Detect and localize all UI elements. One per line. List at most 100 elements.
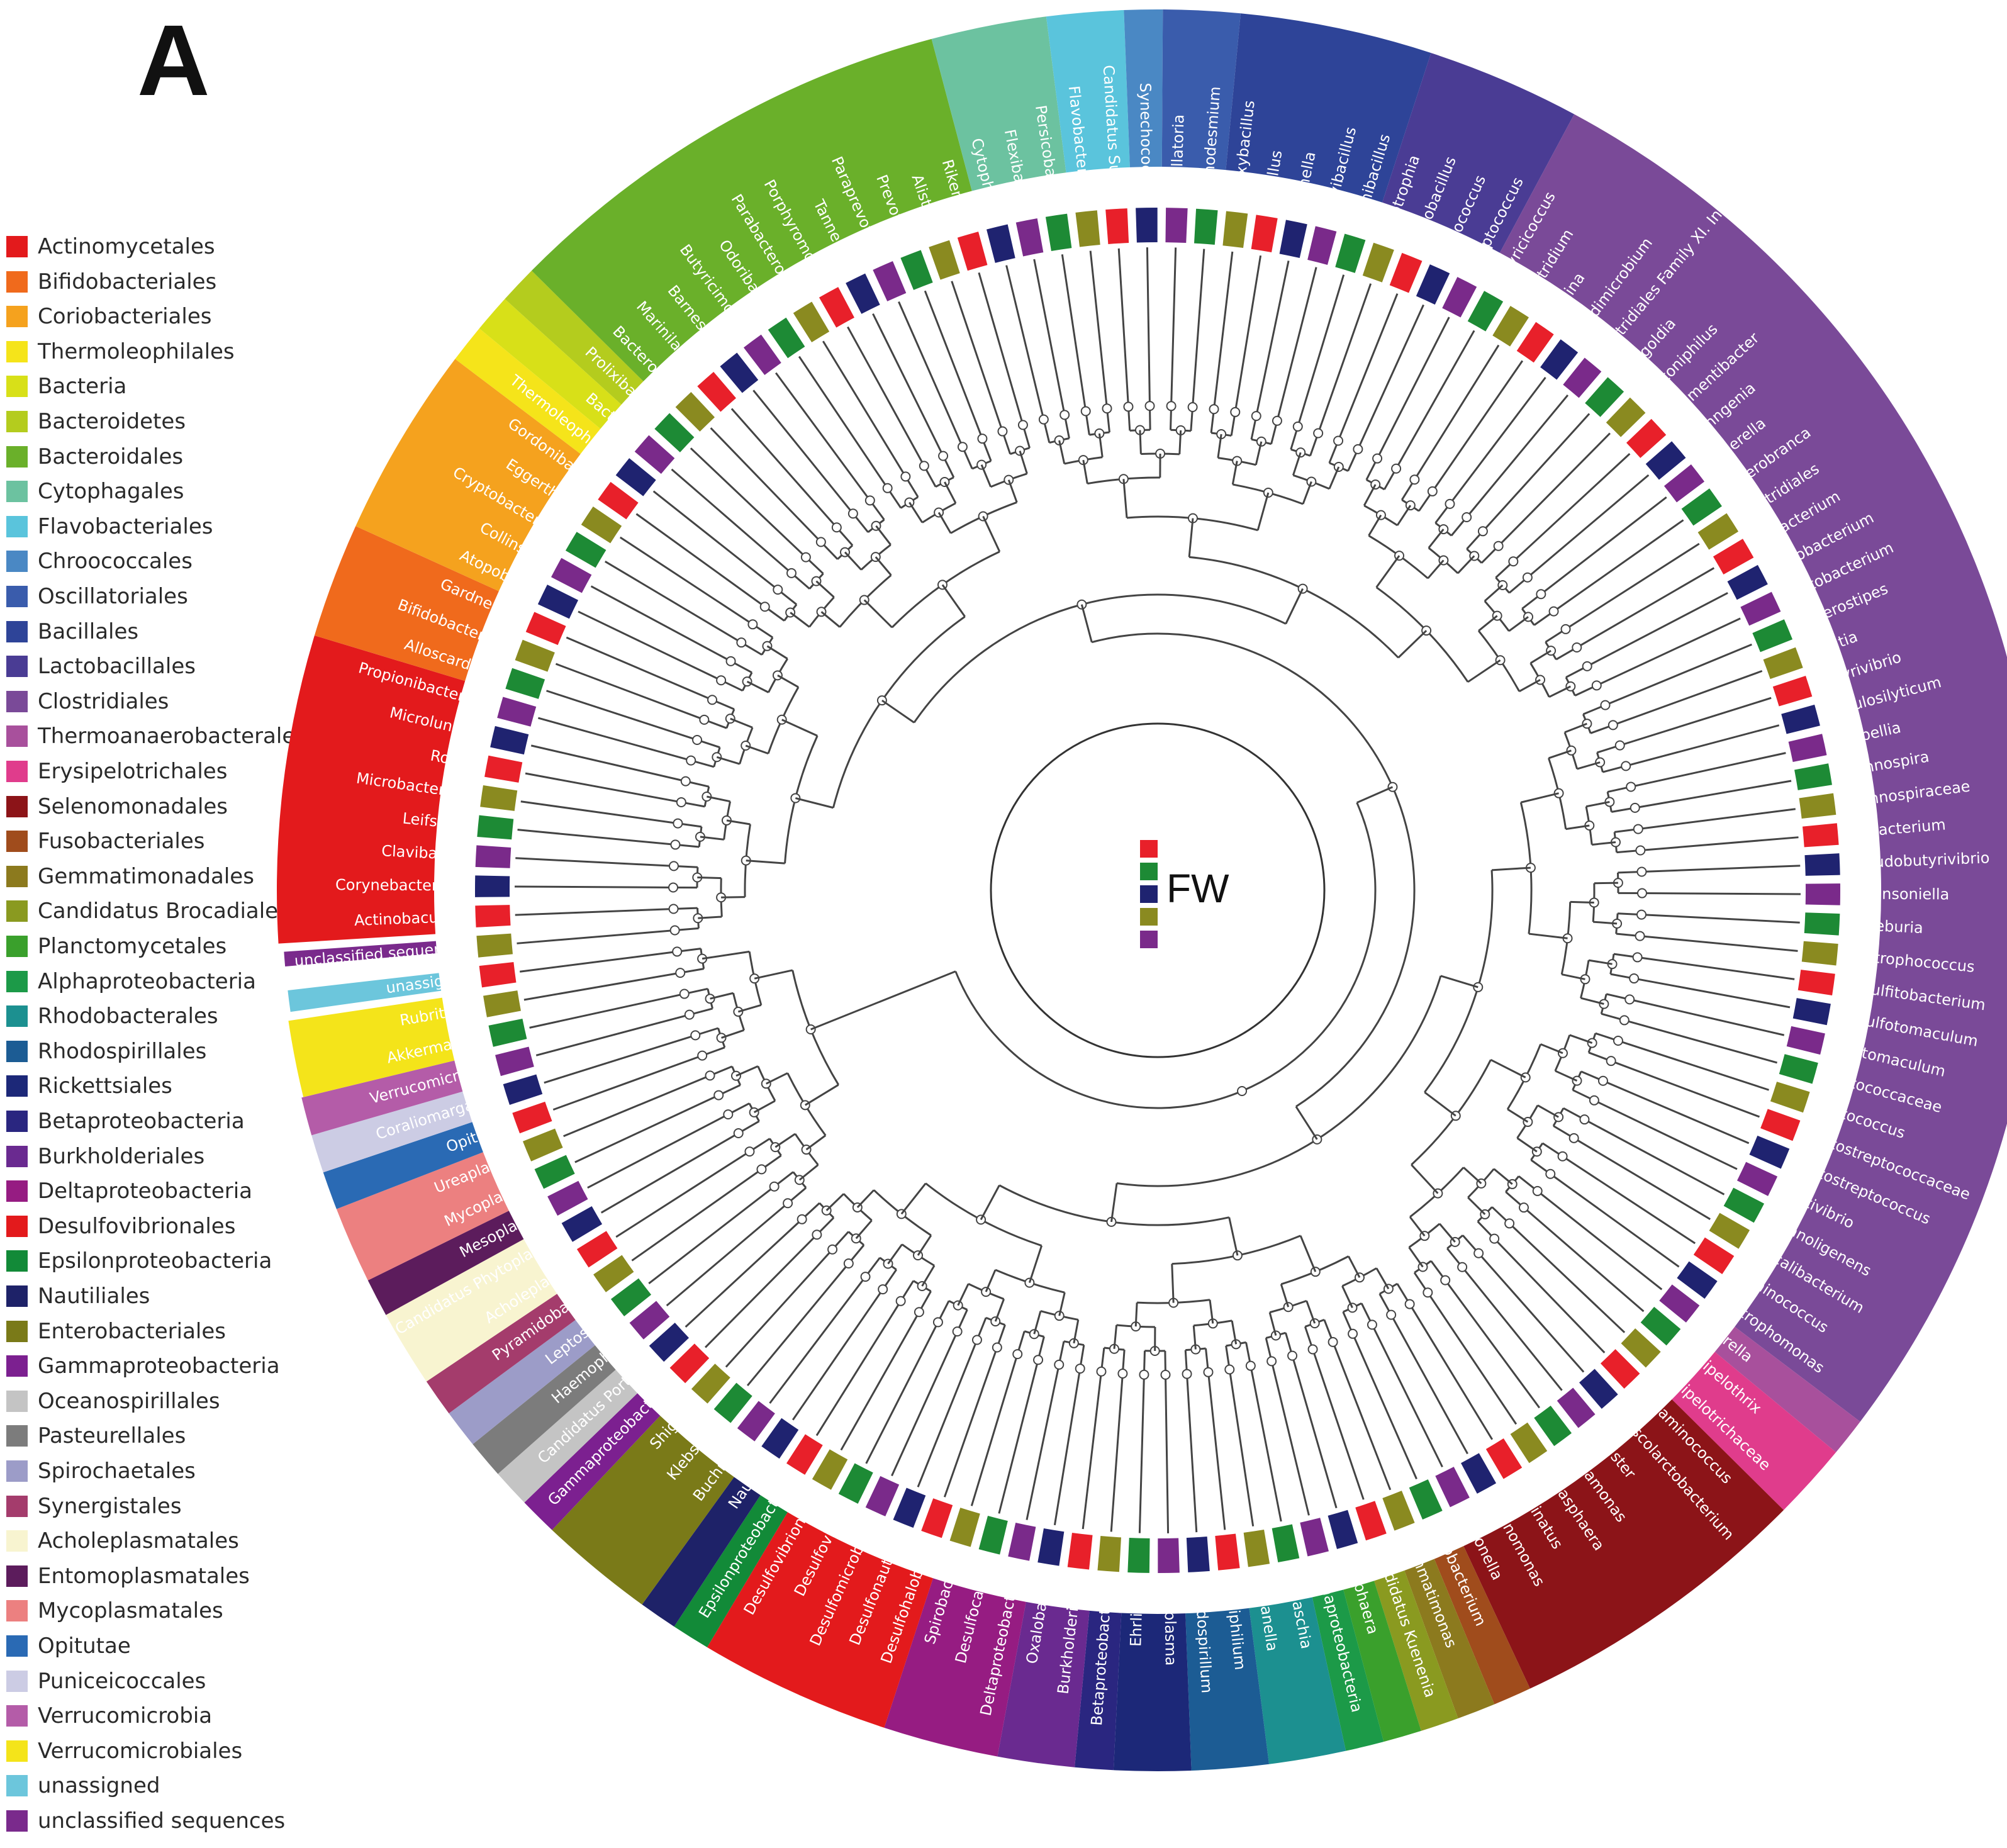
tip-node [900,471,911,482]
tip-node [1187,402,1198,413]
tip-node [1292,421,1303,432]
abundance-marker [1492,306,1529,347]
branch [1463,1167,1482,1185]
legend-swatch [6,586,28,607]
branch [1007,479,1018,503]
tip-node [1619,1015,1630,1026]
branch [985,1269,997,1292]
abundance-marker [547,1180,588,1216]
tip-branch [1478,1252,1585,1373]
tip-branch [555,663,705,721]
branch [1490,1058,1526,1078]
abundance-marker [654,413,695,452]
abundance-marker [1243,1530,1270,1567]
tip-node [1560,624,1571,634]
clade-node [1595,757,1606,768]
tip-branch [1576,567,1715,649]
branch [702,950,750,960]
branch [1569,1034,1593,1044]
abundance-marker [1442,277,1477,318]
branch [777,675,799,688]
tip-node [895,1296,906,1306]
abundance-marker [978,1515,1008,1555]
legend-item: Fusobacteriales [6,829,204,854]
tip-node [952,1326,963,1337]
abundance-marker [1736,1162,1778,1196]
abundance-marker [1804,912,1840,936]
center-marker [1140,840,1158,858]
legend-label: Verrucomicrobiales [38,1738,243,1764]
branch [921,1265,936,1287]
tip-branch [671,468,792,574]
legend-swatch [6,1705,28,1727]
tip-node [997,426,1008,437]
ring-segment [1463,1399,1784,1689]
clade-node [1473,982,1484,992]
legend-item: Bacillales [6,619,138,644]
branch [766,645,788,660]
clade-node [761,1078,771,1089]
branch [1484,584,1504,602]
leaf-label: unassigned [385,968,473,997]
abundance-marker [581,507,622,544]
abundance-marker [1792,998,1831,1026]
abundance-marker [1279,220,1307,259]
abundance-marker [737,1401,775,1442]
ring-segment [674,1495,788,1648]
tip-node [1532,1185,1543,1196]
abundance-marker [1127,1538,1150,1573]
abundance-marker [1557,1387,1596,1428]
abundance-marker [1788,734,1827,762]
tip-branch [752,389,854,515]
tip-node [672,946,683,957]
branch [1292,452,1302,476]
tip-node [932,1317,943,1328]
abundance-marker [565,532,607,568]
leaf-label: Synechococcus [1136,82,1156,199]
tip-branch [1390,1314,1468,1455]
tip-node [1251,411,1261,422]
legend-label: Enterobacteriales [38,1318,226,1344]
abundance-marker [1697,513,1739,550]
tip-node [1508,556,1519,567]
tip-node [669,925,680,936]
tip-branch [1138,1374,1145,1533]
branch [980,1185,1000,1221]
abundance-marker [503,1074,543,1106]
abundance-marker [1485,1438,1523,1479]
legend-swatch [6,1635,28,1657]
tip-node [1621,761,1631,771]
ring-segment [1046,10,1130,173]
clade-node [705,994,715,1004]
tip-branch [1033,259,1066,415]
tip-branch [1553,519,1684,612]
tip-branch [1207,1372,1226,1530]
tip-node [673,818,683,829]
tip-branch [746,1263,849,1387]
legend-label: Epsilonproteobacteria [38,1248,272,1274]
branch [875,525,892,546]
abundance-marker [1105,208,1129,245]
branch [1178,430,1182,454]
tip-branch [631,1168,763,1262]
legend-swatch [6,831,28,853]
tip-node [783,1198,793,1209]
tip-node [756,1164,767,1175]
tip-node [759,602,770,612]
tip-node [1632,952,1643,963]
tip-node [1427,486,1438,496]
tip-branch [1371,1324,1443,1468]
branch [1139,430,1142,454]
tip-node [1348,1328,1358,1339]
abundance-marker [1045,213,1072,251]
tip-branch [1164,1374,1170,1533]
tip-node [1409,474,1420,485]
legend-item: Chroococcales [6,549,193,574]
abundance-marker [1355,1501,1387,1541]
branch [1491,866,1531,871]
abundance-marker [929,240,960,280]
abundance-marker [1037,1528,1065,1566]
tip-branch [578,610,722,681]
ring-segment [288,973,442,1012]
abundance-marker [1723,1187,1765,1223]
